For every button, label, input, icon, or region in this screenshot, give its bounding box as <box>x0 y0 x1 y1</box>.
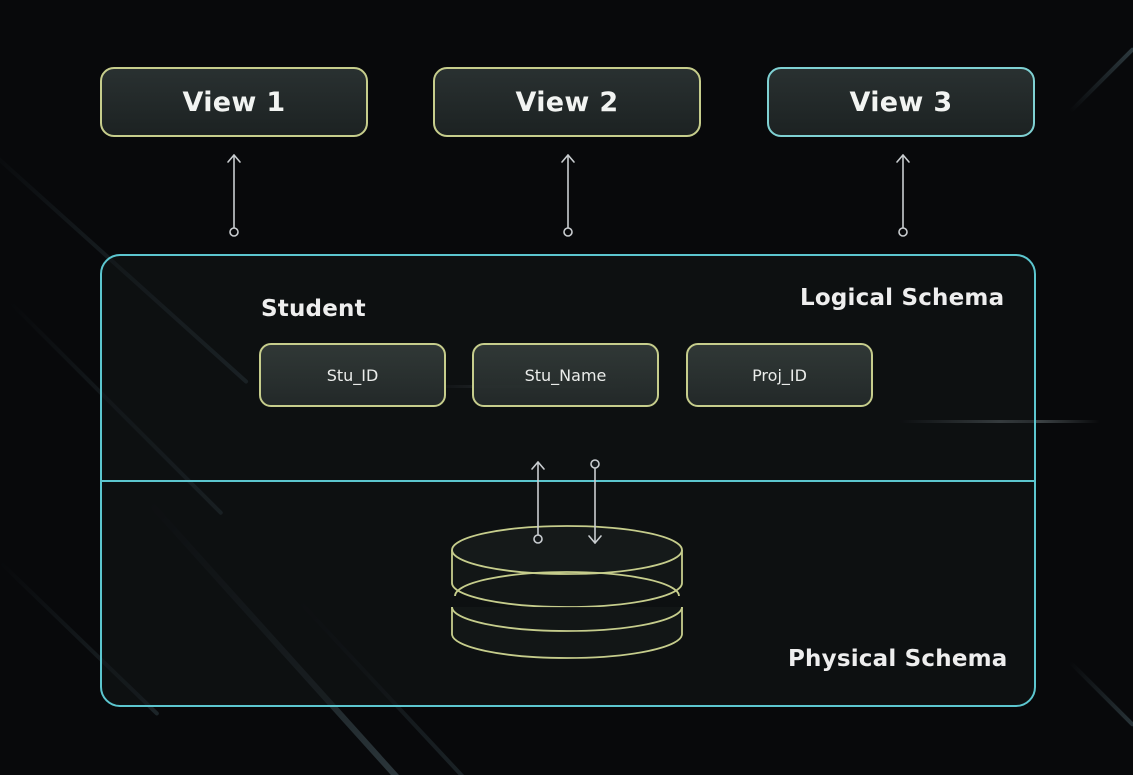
logical-schema-label: Logical Schema <box>800 285 1005 311</box>
view-2-box: View 2 <box>433 67 701 137</box>
view-1-box: View 1 <box>100 67 368 137</box>
field-stu-name: Stu_Name <box>472 343 659 407</box>
view-3-box: View 3 <box>767 67 1035 137</box>
field-stu-id: Stu_ID <box>259 343 446 407</box>
database-icon <box>451 525 683 659</box>
view-3-connector <box>896 154 910 237</box>
physical-to-logical-arrow <box>531 461 545 544</box>
view-2-connector <box>561 154 575 237</box>
logical-to-physical-arrow <box>588 459 602 544</box>
physical-schema-label: Physical Schema <box>788 646 1008 672</box>
field-proj-id: Proj_ID <box>686 343 873 407</box>
view-1-connector <box>227 154 241 237</box>
entity-name: Student <box>261 296 366 322</box>
schema-divider <box>100 480 1036 482</box>
